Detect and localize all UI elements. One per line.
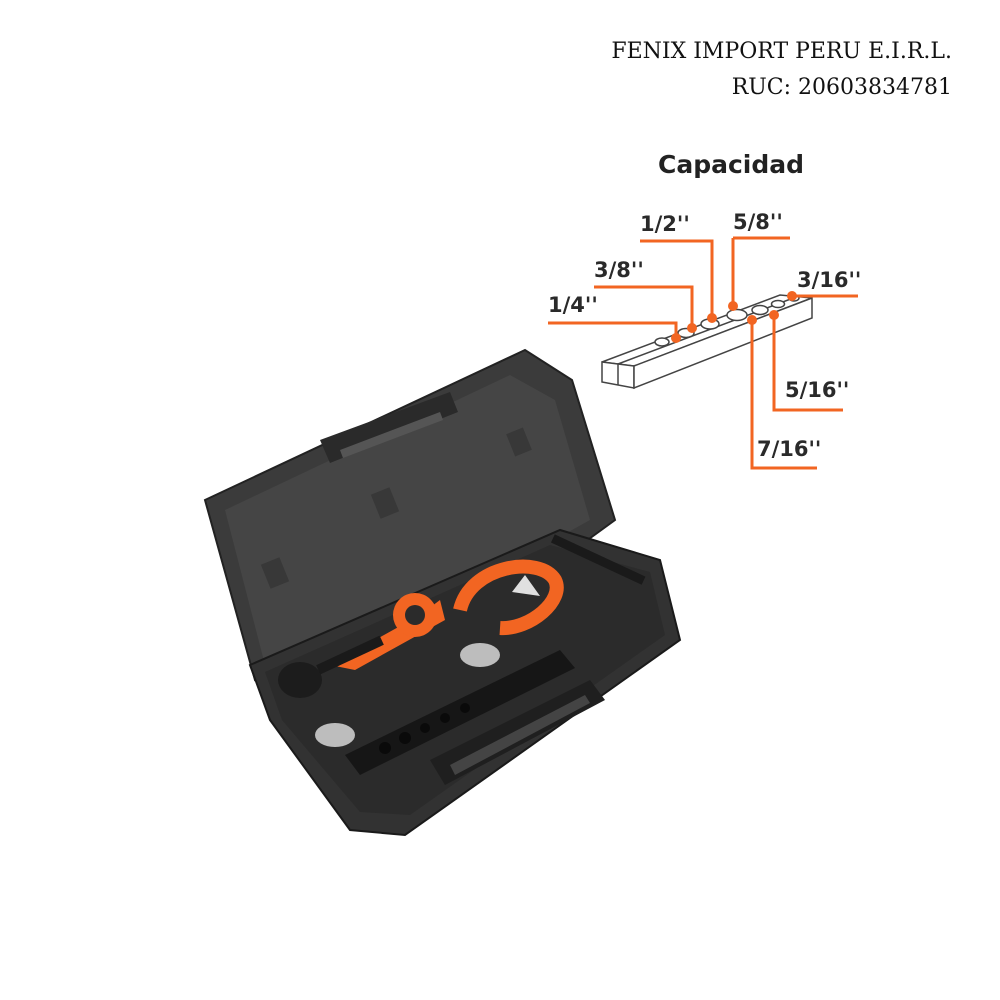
size-label-5-8: 5/8'' <box>733 210 783 234</box>
company-name: FENIX IMPORT PERU E.I.R.L. <box>611 39 952 64</box>
size-label-1-2: 1/2'' <box>640 212 690 236</box>
company-ruc: RUC: 20603834781 <box>731 75 952 100</box>
size-label-3-8: 3/8'' <box>594 258 644 282</box>
leader-dots <box>671 291 797 343</box>
size-label-3-16: 3/16'' <box>797 268 862 292</box>
flaring-bar-illustration <box>601 294 813 390</box>
company-header: FENIX IMPORT PERU E.I.R.L. RUC: 20603834… <box>611 34 952 106</box>
tool-case-photo <box>203 348 682 837</box>
size-label-5-16: 5/16'' <box>785 378 850 402</box>
size-label-1-4: 1/4'' <box>548 293 598 317</box>
leader-lines <box>548 236 858 470</box>
capacity-title: Capacidad <box>658 150 805 179</box>
size-label-7-16: 7/16'' <box>757 437 822 461</box>
